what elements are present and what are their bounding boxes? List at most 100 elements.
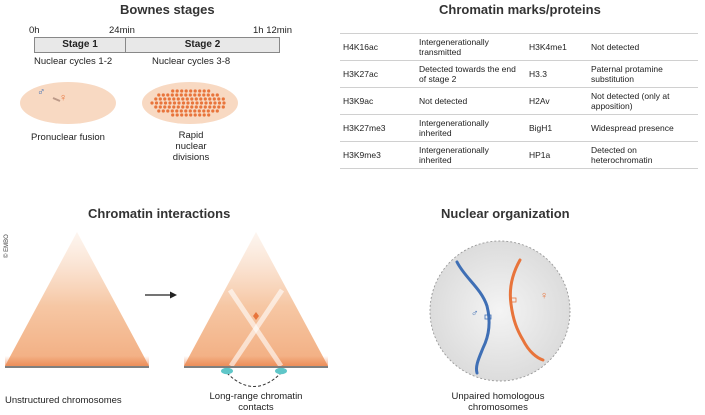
female-symbol-icon: ♀ (540, 290, 549, 302)
nucleus-dot (221, 97, 225, 101)
table-row: H4K16ac Intergenerationally transmitted … (340, 33, 698, 61)
mark-status: Not detected (416, 87, 526, 115)
nucleus-dot (222, 101, 226, 105)
interactions-title: Chromatin interactions (88, 206, 231, 221)
embryo-illustrations (20, 82, 238, 124)
nucleus-dot (190, 105, 194, 109)
embryo-stage2 (142, 82, 238, 124)
nucleus-dot (163, 97, 167, 101)
mark-name: BigH1 (526, 114, 588, 142)
nucleus-dot (211, 109, 215, 113)
contact-stripe-2 (227, 288, 284, 368)
nucleus-dot (195, 101, 199, 105)
nucleus-dot (211, 93, 215, 97)
nucleus-dot (213, 101, 217, 105)
nucleus-dot (190, 97, 194, 101)
mark-name: H3.3 (526, 60, 588, 88)
nucleus-dot (189, 113, 193, 117)
nucleus-dot (167, 97, 171, 101)
nucleus-dot (163, 105, 167, 109)
mark-name: HP1a (526, 141, 588, 169)
nucleus-dot (208, 105, 212, 109)
nucleus-dot (186, 101, 190, 105)
nucleus-dot (193, 109, 197, 113)
embryo-stage1 (20, 82, 116, 124)
nucleus-dot (199, 101, 204, 105)
chromatin-loop (226, 372, 282, 387)
nucleus-dot (208, 97, 212, 101)
table-row: H3K27ac Detected towards the end of stag… (340, 60, 698, 88)
mark-status: Not detected (588, 33, 698, 61)
nucleus-dot (197, 109, 201, 113)
nucleus-dot (185, 97, 189, 101)
nucleus-dot (185, 105, 189, 109)
mark-name: H2Av (526, 87, 588, 115)
nucleus-dot (194, 97, 198, 101)
nucleus-dot (198, 89, 202, 93)
tick-1h12min: 1h 12min (253, 25, 293, 36)
rapid-divisions-label: Rapid nuclear divisions (172, 130, 210, 163)
diagonal-band-left (5, 356, 149, 366)
contact-maps (5, 232, 328, 387)
nucleus-dot (217, 97, 221, 101)
nucleus-dot (166, 109, 170, 113)
long-range-label: Long-range chromatin contacts (209, 391, 303, 413)
nucleus-dot (171, 89, 175, 93)
nucleus-dot (184, 89, 188, 93)
nucleus-diagram (429, 240, 571, 382)
nucleus-dot (188, 109, 192, 113)
nucleus-dot (171, 113, 175, 117)
nucleus-dot (161, 93, 165, 97)
nucleus-dot (150, 101, 154, 105)
diagonal-band-right (184, 356, 328, 366)
contact-point (253, 312, 259, 320)
nucleus-dot (203, 97, 207, 101)
nucleus-dot (198, 113, 202, 117)
mark-name: H3K27me3 (340, 114, 416, 142)
paternal-chromosome (455, 260, 491, 375)
nucleus-dot (203, 105, 207, 109)
nucleus-dot (172, 105, 176, 109)
nucleus-dot (168, 101, 172, 105)
mark-status: Intergenerationally inherited (416, 114, 526, 142)
nucleus-dot (159, 101, 163, 105)
nuclei-dots (150, 89, 226, 117)
nucleus-dot (215, 109, 219, 113)
nucleus-dot (212, 105, 216, 109)
nucleus-dot (157, 109, 161, 113)
nucleus-dot (184, 113, 188, 117)
female-pronucleus-icon: ♀ (59, 92, 68, 104)
nucleus-dot (154, 97, 158, 101)
nucleus-dot (157, 93, 161, 97)
nucleus-dot (193, 113, 197, 117)
male-symbol-icon: ♂ (471, 308, 479, 319)
mark-status: Detected on heterochromatin (588, 141, 698, 169)
anchor-left (221, 367, 233, 375)
male-pronucleus-icon: ♂ (37, 86, 46, 98)
nucleus-dot (181, 97, 185, 101)
mark-name: H3K4me1 (526, 33, 588, 61)
stage-1-bar: Stage 1 (34, 37, 126, 53)
nucleus-dot (202, 93, 206, 97)
bownes-title: Bownes stages (120, 2, 215, 17)
tick-0h: 0h (29, 25, 40, 36)
nucleus-dot (204, 101, 208, 105)
table-row: H3K9me3 Intergenerationally inherited HP… (340, 141, 698, 169)
maternal-locus (509, 297, 517, 303)
nucleus-dot (179, 93, 183, 97)
pronuclear-fusion-label: Pronuclear fusion (31, 132, 105, 143)
unstructured-label: Unstructured chromosomes (5, 395, 122, 406)
nucleus-dot (158, 105, 162, 109)
arrow-head-icon (170, 291, 177, 299)
nucleus-dot (170, 109, 174, 113)
nucleus-dot (175, 109, 179, 113)
nucleus-dot (154, 105, 158, 109)
nucleus-dot (193, 93, 197, 97)
marks-table: H4K16ac Intergenerationally transmitted … (340, 33, 698, 169)
nuclear-cycles-1-2: Nuclear cycles 1-2 (34, 56, 113, 67)
marks-title: Chromatin marks/proteins (439, 2, 601, 17)
nucleus-dot (166, 93, 170, 97)
nucleus-dot (206, 109, 210, 113)
nucleus-dot (212, 97, 216, 101)
mark-name: H4K16ac (340, 33, 416, 61)
